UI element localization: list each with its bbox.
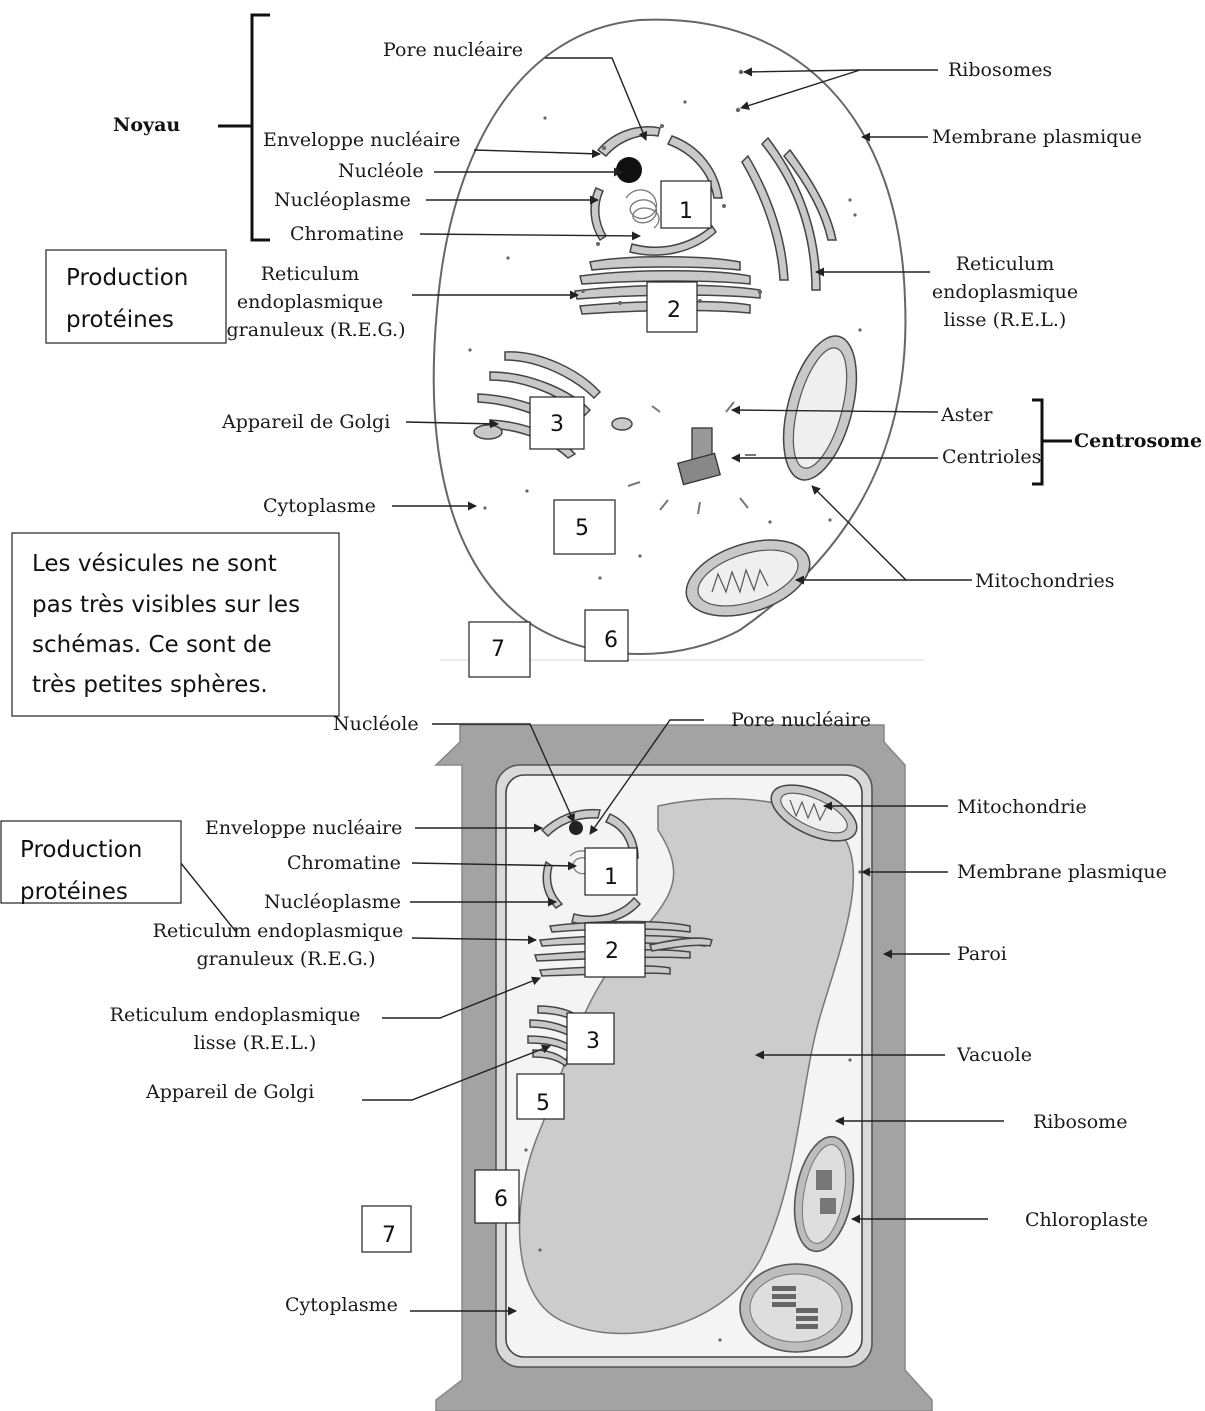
svg-text:3: 3: [586, 1029, 600, 1054]
label-cytoplasme: Cytoplasme: [263, 495, 376, 517]
number-box-6: 6: [474, 1169, 520, 1224]
label-rel-line1: Reticulum: [956, 253, 1054, 275]
nuclear-envelope-segment: [666, 135, 723, 199]
number-box-3: 3: [529, 396, 585, 450]
svg-text:schémas. Ce sont de: schémas. Ce sont de: [32, 632, 272, 658]
label-centrioles: Centrioles: [942, 446, 1041, 468]
animal-rel: [741, 136, 837, 291]
svg-text:pas très visibles sur les: pas très visibles sur les: [32, 592, 300, 618]
noyau-bracket: [218, 13, 270, 242]
label-centrosome: Centrosome: [1074, 430, 1202, 452]
number-box-7: 7: [361, 1205, 412, 1253]
label-nucleole: Nucléole: [333, 713, 419, 735]
number-box-1: 1: [584, 847, 638, 896]
centrosome-bracket: [1032, 398, 1072, 486]
label-rel-line3: lisse (R.E.L.): [944, 309, 1067, 331]
plant-nucleus: [540, 808, 642, 925]
svg-text:2: 2: [667, 298, 681, 323]
svg-text:1: 1: [679, 199, 693, 224]
plant-chloroplasts: [739, 1135, 855, 1353]
label-pore-nucleaire: Pore nucléaire: [731, 709, 871, 731]
label-cytoplasme: Cytoplasme: [285, 1294, 398, 1316]
svg-text:protéines: protéines: [66, 307, 174, 333]
animal-reg: [574, 255, 762, 315]
label-reg-line2: granuleux (R.E.G.): [197, 948, 376, 970]
animal-mitochondria: [685, 335, 858, 617]
label-chromatine: Chromatine: [290, 223, 404, 245]
label-paroi: Paroi: [957, 943, 1007, 965]
centriole: [677, 452, 721, 486]
number-box-5: 5: [516, 1073, 565, 1120]
svg-text:Production: Production: [20, 837, 142, 863]
svg-text:protéines: protéines: [20, 879, 128, 905]
label-nucleoplasme: Nucléoplasme: [264, 891, 401, 913]
svg-text:6: 6: [604, 628, 618, 653]
label-membrane-plasmique: Membrane plasmique: [957, 861, 1167, 883]
number-box-7: 7: [468, 621, 531, 678]
number-box-3: 3: [566, 1012, 615, 1065]
plant-cell-diagram: Nucléole Pore nucléaire Mitochondrie Env…: [0, 709, 1167, 1411]
label-reg-line3: granuleux (R.E.G.): [227, 319, 406, 341]
label-noyau: Noyau: [113, 114, 180, 136]
label-ribosomes: Ribosomes: [948, 59, 1052, 81]
number-box-1: 1: [660, 180, 712, 229]
number-box-2: 2: [646, 281, 698, 333]
animal-cell-diagram: Pore nucléaire Ribosomes Noyau Membrane …: [11, 13, 1202, 717]
label-reg-line2: endoplasmique: [237, 291, 383, 313]
label-membrane-plasmique: Membrane plasmique: [932, 126, 1142, 148]
chromatin: [625, 189, 660, 229]
svg-text:1: 1: [604, 865, 618, 890]
animal-centrosome: [627, 401, 756, 515]
svg-text:6: 6: [494, 1187, 508, 1212]
svg-text:très petites sphères.: très petites sphères.: [32, 672, 268, 698]
label-appareil-de-golgi: Appareil de Golgi: [145, 1081, 314, 1103]
svg-text:7: 7: [491, 637, 505, 662]
nucleolus: [616, 157, 642, 183]
svg-text:Production: Production: [66, 265, 188, 291]
svg-text:2: 2: [605, 939, 619, 964]
label-rel-line2: endoplasmique: [932, 281, 1078, 303]
number-box-5: 5: [553, 499, 616, 555]
label-vacuole: Vacuole: [956, 1044, 1032, 1066]
plant-mitochondrion: [770, 784, 858, 842]
label-rel-line2: lisse (R.E.L.): [194, 1032, 317, 1054]
number-box-2: 2: [584, 922, 646, 978]
svg-text:7: 7: [382, 1223, 396, 1248]
label-pore-nucleaire: Pore nucléaire: [383, 39, 523, 61]
note-vesicules: Les vésicules ne sont pas très visibles …: [11, 532, 340, 717]
label-enveloppe-nucleaire: Enveloppe nucléaire: [263, 129, 460, 151]
label-appareil-de-golgi: Appareil de Golgi: [221, 411, 390, 433]
label-enveloppe-nucleaire: Enveloppe nucléaire: [205, 817, 402, 839]
svg-text:3: 3: [550, 412, 564, 437]
number-box-6: 6: [584, 609, 629, 662]
label-nucleole: Nucléole: [338, 160, 424, 182]
label-mitochondries: Mitochondries: [975, 570, 1114, 592]
label-reg-line1: Reticulum: [261, 263, 359, 285]
plant-vacuole: [518, 797, 855, 1335]
nuclear-envelope-segment: [629, 224, 717, 256]
label-rel-line1: Reticulum endoplasmique: [110, 1004, 361, 1026]
note-production-proteines: Production protéines: [45, 249, 227, 344]
svg-text:5: 5: [536, 1091, 550, 1116]
label-mitochondrie: Mitochondrie: [957, 796, 1087, 818]
label-reg-line1: Reticulum endoplasmique: [153, 920, 404, 942]
svg-text:Les vésicules ne sont: Les vésicules ne sont: [32, 551, 277, 577]
label-chromatine: Chromatine: [287, 852, 401, 874]
plant-leader-lines: [179, 719, 1004, 1316]
label-chloroplaste: Chloroplaste: [1025, 1209, 1148, 1231]
label-aster: Aster: [940, 404, 993, 426]
svg-text:5: 5: [575, 516, 589, 541]
animal-leader-lines: [392, 57, 972, 585]
label-nucleoplasme: Nucléoplasme: [274, 189, 411, 211]
note-production-proteines: Production protéines: [0, 820, 182, 905]
label-ribosome: Ribosome: [1033, 1111, 1127, 1133]
